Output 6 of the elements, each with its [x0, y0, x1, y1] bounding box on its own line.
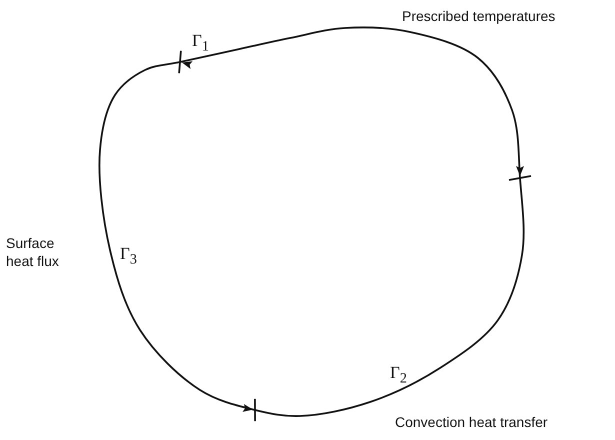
boundary-condition-label: Prescribed temperatures [402, 8, 556, 26]
boundary-condition-label: Surface heat flux [6, 235, 60, 270]
boundary-condition-label: Convection heat transfer [395, 414, 548, 432]
boundary-segment-label: Γ$_{2}$ [390, 362, 407, 388]
boundary-segment-label: Γ$_{1}$ [192, 30, 209, 56]
boundary-segment-label: Γ$_{3}$ [120, 243, 137, 270]
